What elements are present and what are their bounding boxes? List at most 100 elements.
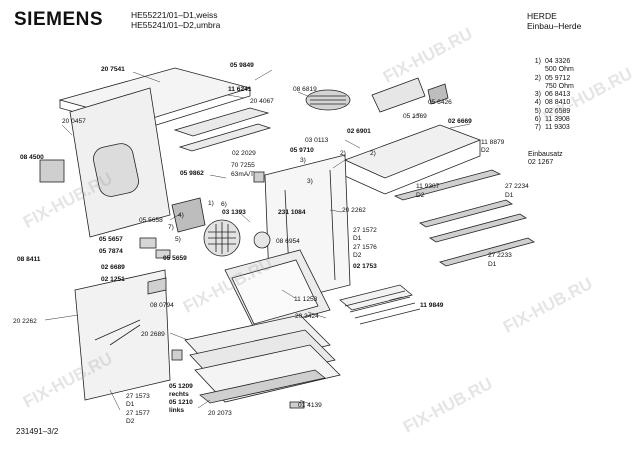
part-number: 05 1369 bbox=[403, 113, 427, 120]
part-number: 20 2262 bbox=[13, 318, 37, 325]
callout-label: 3) bbox=[307, 178, 313, 185]
part-number: 11 1253 bbox=[294, 296, 318, 303]
legend-value: 11 9303 bbox=[545, 124, 570, 132]
legend-value: 500 Ohm bbox=[545, 66, 574, 74]
legend-row: 6) 11 3908 bbox=[528, 116, 574, 124]
legend-value: 02 6589 bbox=[545, 107, 571, 115]
part-number: 05 1210 bbox=[169, 399, 193, 406]
fan-wheel-grid-shape bbox=[208, 222, 236, 254]
variant-legend: 1)04 3326 500 Ohm 2) 05 9712 750 Ohm 3)06… bbox=[528, 58, 574, 133]
part-number: 27 1577 bbox=[126, 410, 150, 417]
legend-value: 750 Ohm bbox=[545, 82, 574, 90]
rail-middle-shape bbox=[419, 199, 513, 228]
part-number: 02 1251 bbox=[101, 276, 125, 283]
side-panel-lower-shape bbox=[74, 269, 171, 401]
part-number: 05 6426 bbox=[428, 99, 452, 106]
part-number: 05 5657 bbox=[99, 236, 123, 243]
part-number: 27 2234 bbox=[505, 183, 529, 190]
part-number: 11 9307 bbox=[416, 183, 440, 190]
thermostat-shape bbox=[155, 249, 171, 259]
part-number: 02 6669 bbox=[448, 118, 472, 125]
heating-element-shape bbox=[339, 284, 421, 325]
part-number: 20 3424 bbox=[295, 313, 319, 320]
legend-key: 1) bbox=[534, 58, 541, 65]
category-block: HERDE Einbau–Herde bbox=[527, 11, 581, 31]
legend-value: 08 8410 bbox=[545, 99, 571, 107]
part-number: 05 5658 bbox=[139, 217, 163, 224]
oven-inner-back-shape bbox=[231, 259, 319, 325]
part-number: 20 2262 bbox=[342, 207, 366, 214]
top-strip-shape bbox=[173, 107, 270, 137]
part-number: 231 1084 bbox=[278, 209, 306, 216]
part-number: D2 bbox=[353, 252, 362, 259]
part-number: 02 2029 bbox=[232, 150, 256, 157]
legend-key bbox=[528, 66, 541, 74]
part-number: 08 0794 bbox=[150, 302, 174, 309]
callout-label: 2) bbox=[340, 150, 346, 157]
document-number: 231491–3/2 bbox=[16, 427, 59, 436]
part-number: 20 2689 bbox=[141, 331, 165, 338]
part-number: 70 7255 bbox=[231, 162, 255, 169]
model-line: HE55221/01–D1,weiss bbox=[131, 10, 218, 20]
installation-kit-label: Einbausatz bbox=[528, 151, 563, 158]
legend-row: 3)06 8413 bbox=[528, 91, 574, 99]
part-number: links bbox=[169, 407, 185, 414]
switch-shape bbox=[427, 83, 449, 105]
legend-row: 5) 02 6589 bbox=[528, 108, 574, 116]
legend-key: 7) bbox=[534, 124, 541, 132]
part-number: 20 4067 bbox=[250, 98, 274, 105]
legend-key: 5) bbox=[534, 107, 541, 115]
model-line: HE55241/01–D2,umbra bbox=[131, 20, 221, 30]
category-line: HERDE bbox=[527, 11, 557, 21]
legend-value: 11 3908 bbox=[545, 116, 570, 124]
part-number: 27 1576 bbox=[353, 244, 377, 251]
rail-upper-shape bbox=[393, 169, 502, 201]
legend-key: 3) bbox=[534, 91, 541, 99]
part-number: 08 6954 bbox=[276, 238, 300, 245]
part-number: D2 bbox=[126, 418, 135, 425]
part-number: D1 bbox=[488, 261, 497, 268]
part-number: 02 1753 bbox=[353, 263, 377, 270]
installation-kit-number: 02 1267 bbox=[528, 159, 554, 167]
callout-label: 3) bbox=[300, 157, 306, 164]
legend-key bbox=[528, 83, 541, 91]
callout-label: 2) bbox=[370, 150, 376, 157]
label-plate-shape bbox=[39, 159, 65, 183]
part-number: D1 bbox=[126, 401, 135, 408]
part-number: 05 9862 bbox=[180, 170, 204, 177]
part-number: 05 9710 bbox=[290, 147, 314, 154]
part-number: D1 bbox=[353, 235, 362, 242]
rail-bottom-shape bbox=[439, 237, 535, 267]
lamp-shape bbox=[253, 231, 271, 249]
legend-key: 2) bbox=[534, 74, 541, 82]
callout-label: 7) bbox=[168, 224, 174, 231]
callout-label: 6) bbox=[221, 201, 227, 208]
part-number: 05 5659 bbox=[163, 255, 187, 262]
installation-kit-note: Einbausatz 02 1267 bbox=[528, 151, 563, 168]
part-number: 01 4139 bbox=[298, 402, 322, 409]
part-number: 03 0113 bbox=[305, 137, 329, 144]
door-handle-shape bbox=[199, 369, 326, 404]
legend-row: 2) 05 9712 bbox=[528, 75, 574, 83]
knob-shape bbox=[139, 237, 157, 249]
part-number: 27 1573 bbox=[126, 393, 150, 400]
part-number: 08 6819 bbox=[293, 86, 317, 93]
legend-row: 1)04 3326 bbox=[528, 58, 574, 66]
convection-motor-shape bbox=[171, 197, 206, 233]
top-strip-2-shape bbox=[178, 123, 272, 152]
part-number: 08 8411 bbox=[17, 256, 41, 263]
legend-row: 750 Ohm bbox=[528, 83, 574, 91]
legend-key: 6) bbox=[534, 116, 541, 124]
panel-bracket-shape bbox=[147, 277, 167, 295]
part-number: 02 6689 bbox=[101, 264, 125, 271]
legend-value: 05 9712 bbox=[545, 74, 571, 82]
part-number: 05 9849 bbox=[230, 62, 254, 69]
part-number: 11 8879 bbox=[481, 139, 505, 146]
callout-label: 5) bbox=[175, 236, 181, 243]
part-number: 05 1209 bbox=[169, 383, 193, 390]
category-line: Einbau–Herde bbox=[527, 21, 582, 31]
rail-lower-shape bbox=[429, 213, 527, 243]
part-number: 08 4500 bbox=[20, 154, 44, 161]
part-number: 20 2073 bbox=[208, 410, 232, 417]
part-number: D2 bbox=[481, 147, 490, 154]
